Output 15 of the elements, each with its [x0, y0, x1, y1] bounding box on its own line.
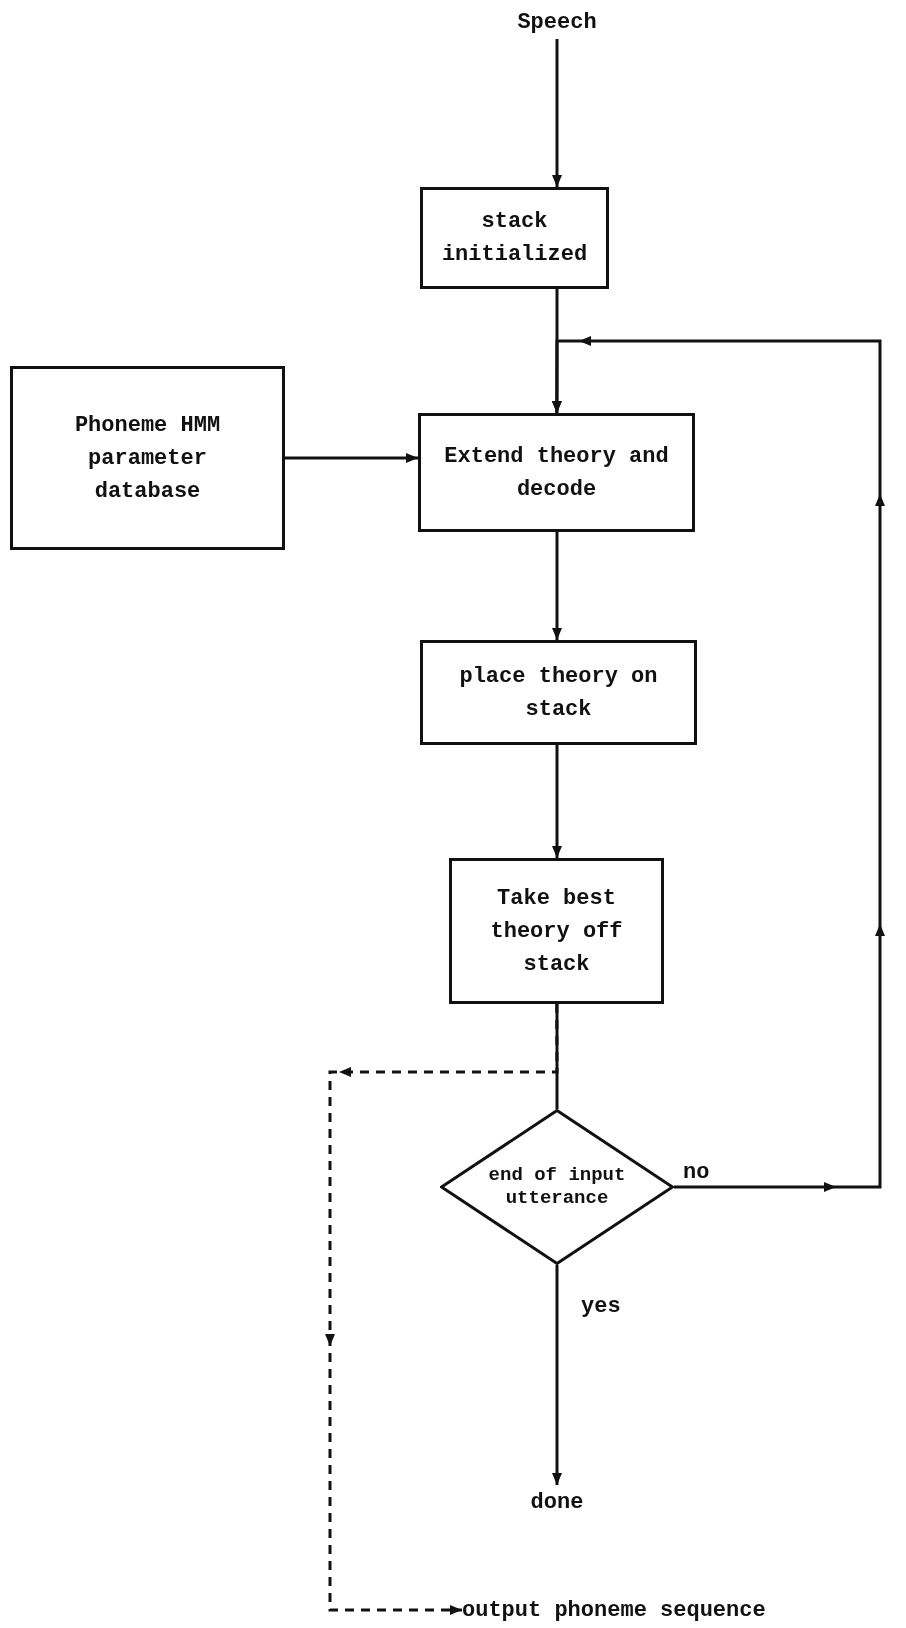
node-text: stack initialized	[440, 208, 589, 269]
process-box	[10, 366, 285, 550]
process-box	[420, 640, 697, 745]
node-text: Take best theory off stack	[489, 884, 624, 979]
node-text: Phoneme HMM parameter database	[73, 411, 222, 506]
node-text: place theory on stack	[458, 662, 659, 724]
decision-diamond	[440, 1109, 674, 1265]
node-text: done	[529, 1488, 585, 1517]
node-text: end of input utterance	[487, 1163, 627, 1211]
process-box	[449, 858, 664, 1004]
process-box	[418, 413, 695, 532]
node-text: Speech	[516, 8, 598, 37]
process-box	[420, 187, 609, 289]
node-text: Extend theory and decode	[443, 442, 670, 504]
node-text: output phoneme sequence	[462, 1596, 766, 1625]
